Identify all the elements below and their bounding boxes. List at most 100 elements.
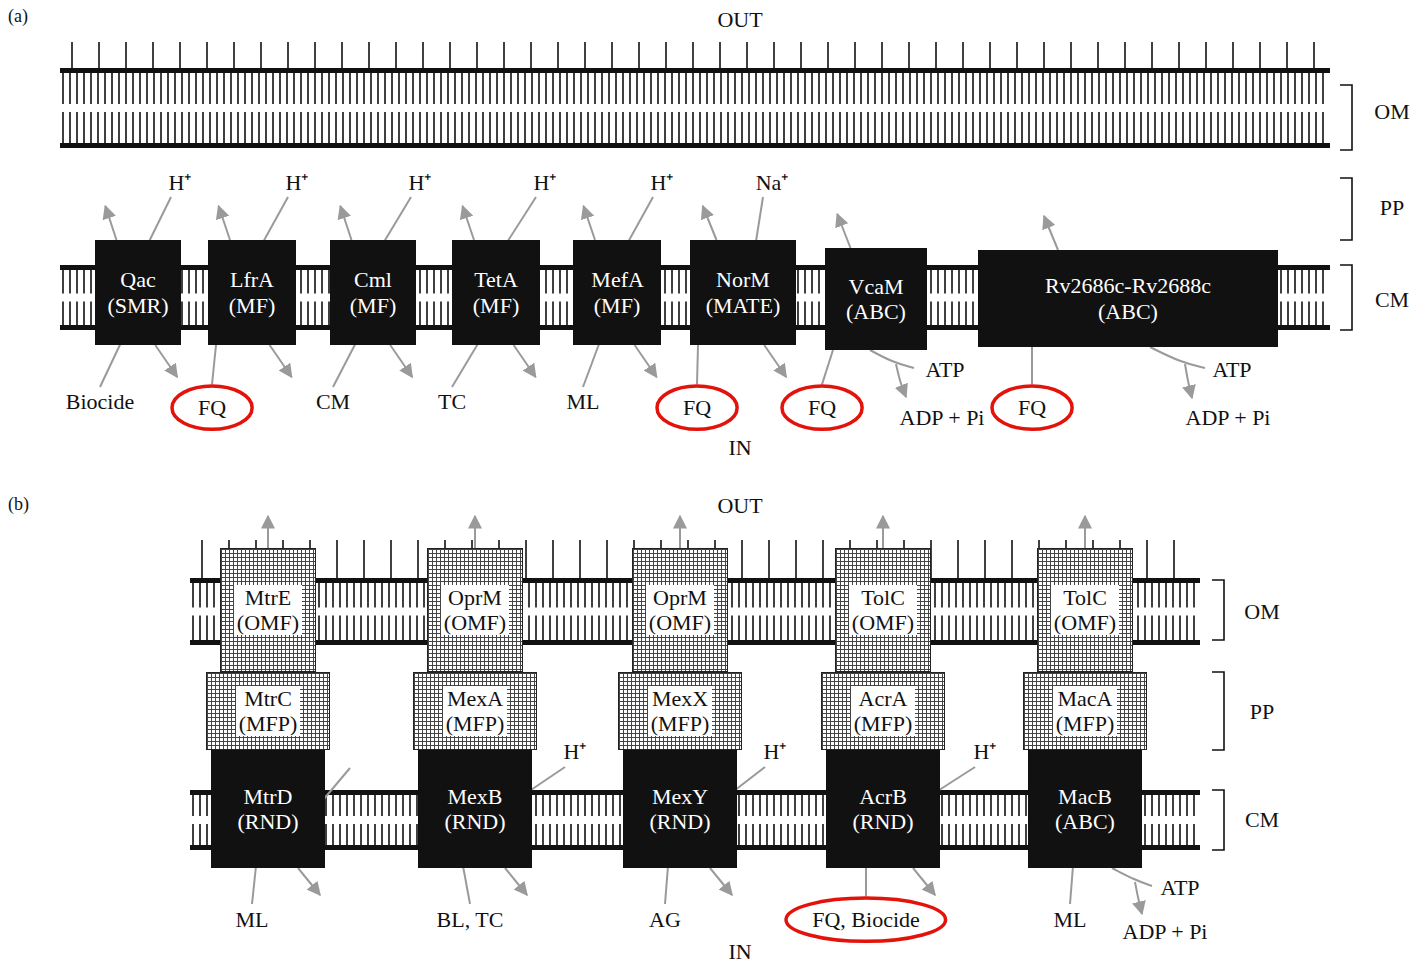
lipid-tail (731, 583, 733, 640)
lipid-tail (759, 795, 761, 845)
lipid-tail (706, 73, 708, 143)
lps-chain (579, 540, 581, 578)
lipid-tail (766, 583, 768, 640)
lipid-tail (752, 795, 754, 845)
node-text: TetA (MF) (473, 267, 519, 318)
layer-label: PP (1250, 699, 1274, 724)
lps-chain (125, 42, 127, 68)
lipid-tail (559, 270, 561, 325)
lipid-tail (440, 270, 442, 325)
lipid-tail (279, 73, 281, 143)
lipid-tail (948, 795, 950, 845)
node-text: FQ (808, 395, 836, 420)
lipid-tail (188, 73, 190, 143)
lipid-tail (678, 270, 680, 325)
lipid-tail (818, 270, 820, 325)
lipid-tail (360, 795, 362, 845)
lipid-tail (559, 73, 561, 143)
fusion-protein-box: MexA (MFP) (413, 672, 537, 750)
ion-label: H⁺ (564, 739, 587, 764)
lipid-tail (1193, 583, 1195, 640)
ion-label: H⁺ (169, 170, 192, 195)
fusion-protein-box: MexX (MFP) (618, 672, 742, 750)
lipid-tail (1056, 73, 1058, 143)
side-label: IN (728, 435, 751, 460)
lipid-tail (549, 583, 551, 640)
lps-chain (746, 42, 748, 68)
lipid-tail (346, 795, 348, 845)
lipid-tail (759, 583, 761, 640)
lipid-tail (815, 583, 817, 640)
lipid-tail (433, 73, 435, 143)
lipid-tail (1147, 73, 1149, 143)
lipid-tail (1210, 73, 1212, 143)
lipid-tail (944, 73, 946, 143)
ion-label: H⁺ (534, 170, 557, 195)
lipid-tail (139, 73, 141, 143)
lipid-tail (608, 73, 610, 143)
lps-chain (1286, 42, 1288, 68)
lipid-tail (265, 73, 267, 143)
lipid-tail (990, 583, 992, 640)
lipid-tail (955, 795, 957, 845)
lipid-tail (1025, 795, 1027, 845)
lipid-tail (804, 270, 806, 325)
lipid-tail (111, 73, 113, 143)
lipid-tail (335, 73, 337, 143)
lipid-tail (573, 73, 575, 143)
lipid-tail (958, 73, 960, 143)
lipid-tail (1280, 270, 1282, 325)
lipid-tail (1140, 73, 1142, 143)
lipid-tail (1287, 73, 1289, 143)
lipid-tail (1182, 73, 1184, 143)
layer-bracket (1340, 265, 1352, 330)
lipid-tail (1144, 583, 1146, 640)
lps-chain (503, 42, 505, 68)
head-groups (60, 143, 1330, 148)
lipid-tail (594, 73, 596, 143)
lipid-tail (503, 73, 505, 143)
lipid-tail (181, 73, 183, 143)
lps-chain (638, 42, 640, 68)
lipid-tail (398, 73, 400, 143)
lipid-tail (997, 795, 999, 845)
lps-chain (201, 540, 203, 578)
lps-chain (827, 42, 829, 68)
lipid-tail (405, 73, 407, 143)
node-text: Qac (SMR) (107, 267, 168, 318)
node-text: MexX (MFP) (648, 686, 713, 737)
transporter-box: Rv2686c-Rv2688c (ABC) (978, 250, 1278, 347)
highlight-ellipse (992, 386, 1072, 429)
lipid-tail (979, 73, 981, 143)
ion-arrow (505, 868, 527, 895)
lipid-tail (846, 73, 848, 143)
lipid-tail (374, 795, 376, 845)
lps-chain (800, 42, 802, 68)
lps-chain (741, 540, 743, 578)
lipid-tail (748, 73, 750, 143)
lipid-tail (423, 583, 425, 640)
lipid-tail (556, 795, 558, 845)
lipid-tail (1224, 73, 1226, 143)
ion-label: H⁺ (764, 739, 787, 764)
lps-chain (957, 540, 959, 578)
lipid-tail (650, 73, 652, 143)
lipid-tail (97, 73, 99, 143)
lipid-tail (388, 583, 390, 640)
lipid-tail (556, 583, 558, 640)
lipid-tail (62, 270, 64, 325)
lipid-tail (692, 73, 694, 143)
transporter-box: NorM (MATE) (690, 240, 796, 345)
lipid-tail (643, 73, 645, 143)
lps-chain (611, 42, 613, 68)
lipid-tail (545, 270, 547, 325)
lps-chain (584, 42, 586, 68)
lipid-tail (318, 583, 320, 640)
lps-chain (1232, 42, 1234, 68)
lipid-tail (825, 73, 827, 143)
lipid-bilayer (60, 42, 1330, 148)
lipid-tail (762, 73, 764, 143)
adp-arrow (1135, 882, 1142, 914)
lipid-tail (584, 583, 586, 640)
lipid-tail (773, 795, 775, 845)
